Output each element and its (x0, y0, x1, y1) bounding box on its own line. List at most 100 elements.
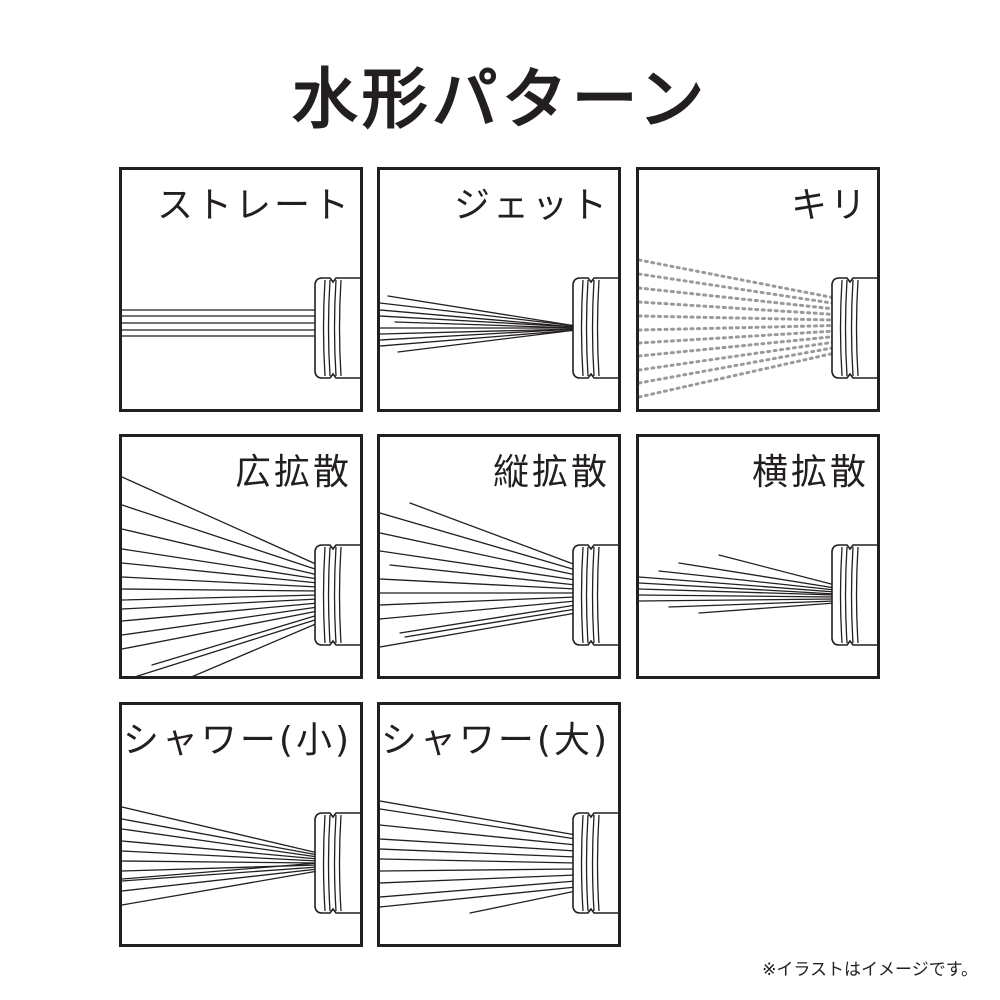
spray-line (380, 800, 577, 836)
disclaimer-note: ※イラストはイメージです。 (762, 960, 978, 980)
spray-line (380, 886, 577, 908)
nozzle-icon (831, 277, 877, 379)
spray-line (639, 258, 837, 300)
spray-line (122, 828, 319, 858)
nozzle-ring (844, 546, 848, 644)
nozzle-ring (596, 814, 600, 912)
spray-line (639, 300, 837, 316)
panel-jet: ジェット (377, 167, 621, 412)
panel-label: シャワー(小) (122, 720, 352, 761)
spray-line (394, 321, 577, 329)
spray-line (380, 302, 577, 327)
spray-line (668, 600, 836, 608)
nozzle-ring (322, 546, 326, 644)
spray-line (122, 818, 319, 856)
nozzle-ring (327, 546, 331, 644)
nozzle-body (572, 544, 618, 646)
nozzle-ring (333, 546, 337, 644)
nozzle-ring (585, 814, 589, 912)
panel-shower-large: シャワー(大) (377, 702, 621, 947)
spray-line (380, 612, 577, 648)
spray-illustration (122, 806, 360, 914)
panel-label: ストレート (156, 185, 352, 226)
spray-line (122, 576, 319, 588)
spray-line (658, 570, 836, 591)
nozzle-ring (855, 279, 859, 377)
spray-line (122, 562, 319, 584)
spray-line (404, 608, 577, 638)
spray-line (122, 868, 319, 892)
panel-label: ジェット (453, 185, 610, 226)
spray-line (639, 351, 837, 399)
nozzle-ring (338, 814, 342, 912)
spray-line (122, 866, 319, 882)
panel-vertical: 縦拡散 (377, 434, 621, 679)
spray-line (380, 874, 577, 884)
spray-line (639, 324, 837, 332)
nozzle-ring (580, 546, 584, 644)
spray-line (380, 824, 577, 846)
spray-line (122, 840, 319, 860)
spray-line (380, 868, 577, 872)
nozzle-ring (839, 279, 843, 377)
nozzle-ring (338, 279, 342, 377)
spray-line (135, 618, 319, 676)
spray-line (122, 862, 319, 880)
spray-line (639, 340, 837, 372)
spray-line (122, 850, 319, 862)
spray-line (122, 588, 319, 592)
spray-line (380, 838, 577, 852)
page-title: 水形パターン (291, 61, 709, 138)
panel-wide: 広拡散 (119, 434, 363, 679)
spray-line (389, 564, 577, 586)
spray-line (639, 329, 837, 345)
nozzle-icon (831, 544, 877, 646)
nozzle-ring (591, 814, 595, 912)
nozzle-ring (333, 814, 337, 912)
nozzle-body (314, 277, 360, 379)
spray-line (380, 600, 577, 620)
spray-illustration (380, 502, 618, 648)
panel-label: キリ (790, 185, 869, 226)
nozzle-body (831, 544, 877, 646)
nozzle-ring (591, 546, 595, 644)
nozzle-icon (314, 544, 360, 646)
spray-line (380, 328, 577, 341)
spray-line (380, 329, 577, 347)
nozzle-ring (844, 279, 848, 377)
spray-line (380, 550, 577, 581)
panel-label: シャワー(大) (380, 720, 610, 761)
spray-line (122, 504, 319, 571)
spray-line (122, 860, 319, 864)
spray-line (380, 315, 577, 328)
nozzle-body (314, 544, 360, 646)
spray-line (122, 806, 319, 854)
spray-illustration (639, 544, 877, 646)
spray-illustration (122, 277, 360, 379)
panel-mist: キリ (636, 167, 880, 412)
spray-line (380, 532, 577, 576)
nozzle-ring (850, 546, 854, 644)
spray-line (639, 582, 836, 595)
spray-line (380, 858, 577, 864)
spray-line (122, 870, 319, 906)
spray-illustration (380, 800, 618, 914)
nozzle-ring (596, 546, 600, 644)
nozzle-ring (855, 546, 859, 644)
panel-label: 広拡散 (234, 452, 352, 493)
spray-line (122, 606, 319, 636)
spray-line (380, 596, 577, 606)
nozzle-ring (839, 546, 843, 644)
spray-line (122, 598, 319, 610)
spray-line (678, 562, 836, 589)
nozzle-body (572, 277, 618, 379)
panel-shower-small: シャワー(小) (119, 702, 363, 947)
nozzle-ring (850, 279, 854, 377)
spray-line (380, 309, 577, 328)
spray-line (122, 548, 319, 580)
spray-line (639, 286, 837, 311)
spray-line (397, 329, 577, 353)
spray-line (122, 528, 319, 576)
spray-line (639, 588, 836, 596)
spray-line (380, 808, 577, 840)
